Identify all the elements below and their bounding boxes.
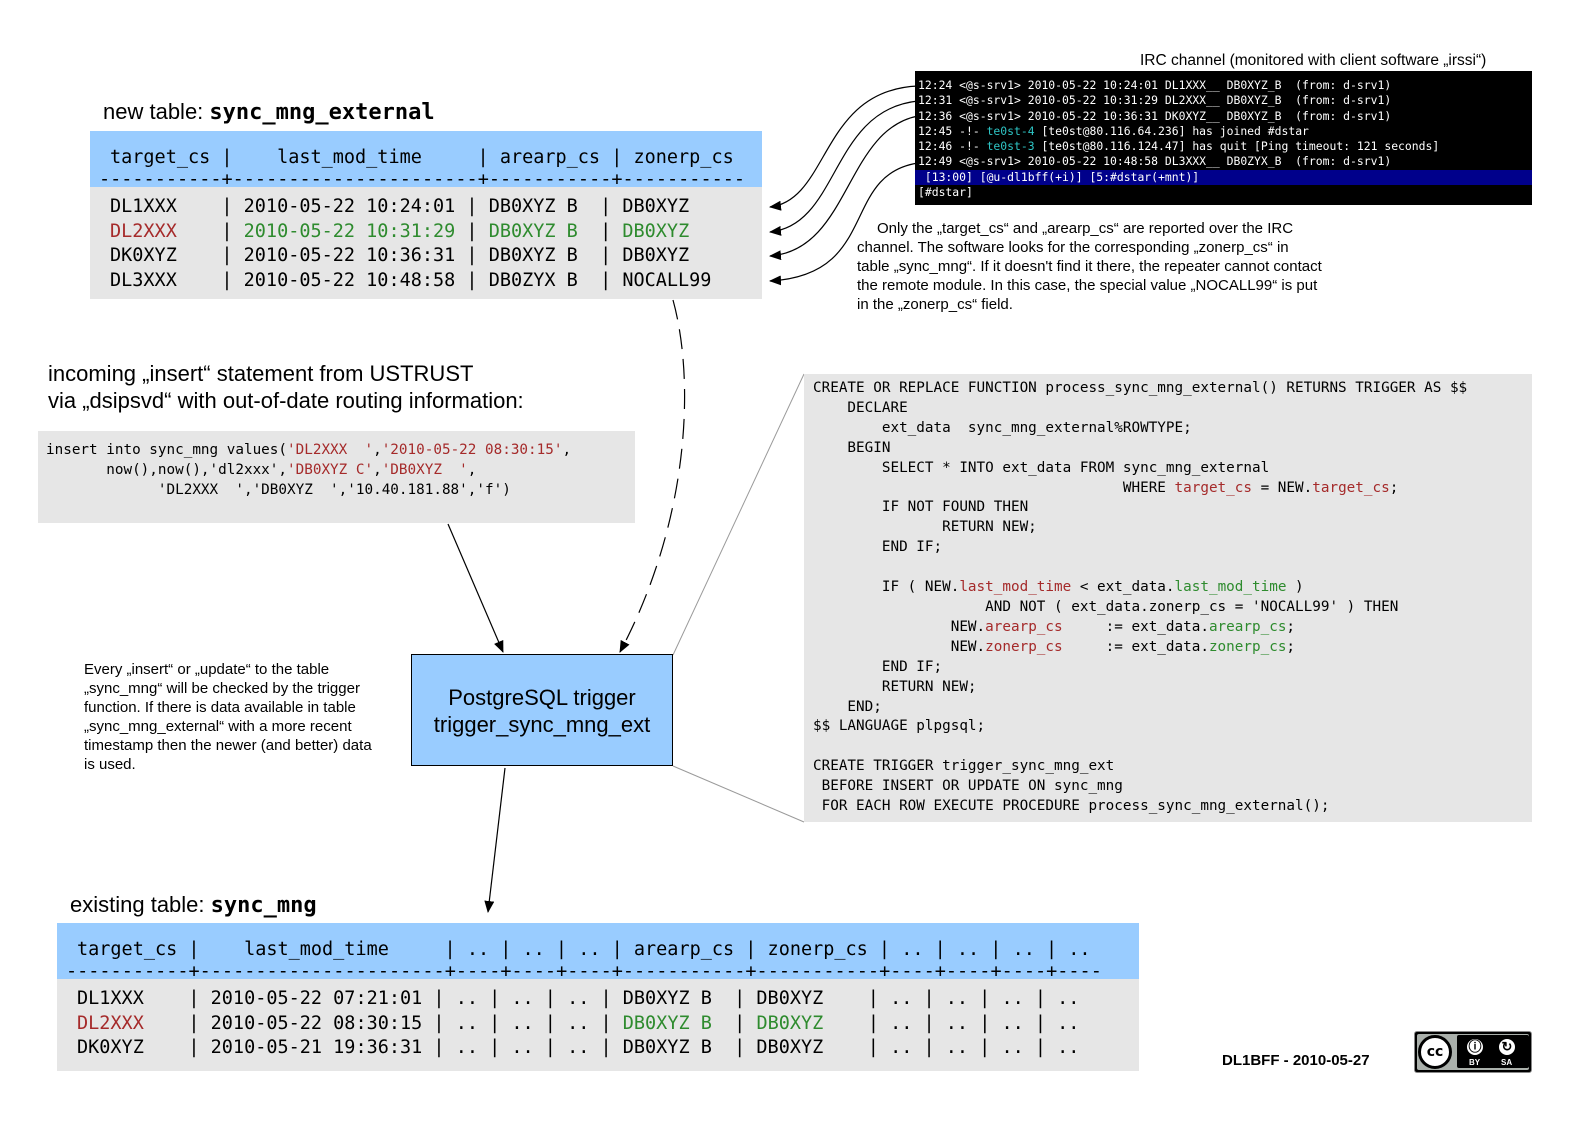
irc-nick: te0st-3 <box>986 139 1035 154</box>
irc-caption: IRC channel (monitored with client softw… <box>1140 52 1487 69</box>
cell-sep: | <box>711 1012 757 1034</box>
sa-label: SA <box>1501 1058 1513 1067</box>
irc-text: [te0st@80.116.64.236] has joined #dstar <box>1034 123 1309 138</box>
author-credit: DL1BFF - 2010-05-27 <box>1222 1052 1370 1069</box>
cell-sep: | <box>176 220 244 242</box>
insert-statement: insert into sync_mng values('DL2XXX ','2… <box>38 431 635 523</box>
ext-table-divider: -----------+----------------------+-----… <box>99 169 746 187</box>
trigger-note: Every „insert“ or „update“ to the table … <box>84 661 372 773</box>
irc-join-line: 12:45 -!- te0st-4 [te0st@80.116.64.236] … <box>915 124 1532 139</box>
insert-to-trigger-arrow <box>447 523 504 653</box>
cells: | 2010-05-22 10:48:58 | DB0ZYX B | NOCAL… <box>176 269 712 291</box>
cell-target: DL1XXX <box>77 988 144 1009</box>
existing-table-title-name: sync_mng <box>210 893 317 918</box>
insert-heading: incoming „insert“ statement from USTRUST… <box>48 360 524 414</box>
table-row: DL2XXX | 2010-05-22 10:31:29 | DB0XYZ B … <box>110 220 762 245</box>
cell-target: DL2XXX <box>110 220 177 242</box>
cell-target: DK0XYZ <box>110 245 177 266</box>
cell-zonerp: DB0XYZ <box>756 1012 824 1034</box>
irc-note: Only the „target_cs“ and „arearp_cs“ are… <box>857 220 1322 313</box>
cell-target: DL3XXX <box>110 269 177 291</box>
irc-quit-line: 12:46 -!- te0st-3 [te0st@80.116.124.47] … <box>915 139 1532 154</box>
existing-table-header-text: target_cs | last_mod_time | .. | .. | ..… <box>77 939 1091 960</box>
table-row: DL3XXX | 2010-05-22 10:48:58 | DB0ZYX B … <box>110 269 762 294</box>
cc-logo-icon: cc <box>1418 1035 1452 1069</box>
cells: | 2010-05-22 10:36:31 | DB0XYZ B | DB0XY… <box>176 245 690 266</box>
cells: | 2010-05-22 07:21:01 | .. | .. | .. | D… <box>143 988 1080 1009</box>
cell-sep: | <box>455 220 489 242</box>
ext-table-title-prefix: new table: <box>103 99 204 124</box>
cc-by-sa-icon: cc ⓘ ↻ BY SA <box>1414 1031 1532 1073</box>
irc-line: 12:36 <@s-srv1> 2010-05-22 10:36:31 DK0X… <box>918 108 1392 123</box>
cell-zonerp: DB0XYZ <box>622 220 690 242</box>
cells: | 2010-05-22 08:30:15 | .. | .. | .. | <box>143 1012 623 1034</box>
irc-line: 12:31 <@s-srv1> 2010-05-22 10:31:29 DL2X… <box>918 93 1392 108</box>
insert-heading-line2: via „dsipsvd“ with out-of-date routing i… <box>48 388 524 413</box>
trigger-box-line2: trigger_sync_mng_ext <box>433 712 651 737</box>
table-row: DK0XYZ | 2010-05-21 19:36:31 | .. | .. |… <box>77 1036 1139 1061</box>
ext-table-title-name: sync_mng_external <box>209 100 435 125</box>
irc-time: 12:46 -!- <box>918 139 987 154</box>
trigger-code: CREATE OR REPLACE FUNCTION process_sync_… <box>804 374 1532 822</box>
irc-arrow-1 <box>769 85 919 211</box>
insert-heading-line1: incoming „insert“ statement from USTRUST <box>48 361 474 386</box>
cell-arearp: DB0XYZ B <box>488 220 578 242</box>
irc-time: 12:45 -!- <box>918 123 987 138</box>
trigger-box: PostgreSQL trigger trigger_sync_mng_ext <box>411 654 673 766</box>
irc-line: 12:49 <@s-srv1> 2010-05-22 10:48:58 DL3X… <box>918 154 1392 169</box>
irc-arrow-2 <box>769 100 919 236</box>
trigger-box-line1: PostgreSQL trigger <box>448 685 636 710</box>
existing-table: target_cs | last_mod_time | .. | .. | ..… <box>57 923 1139 1071</box>
trigger-to-existing-arrow <box>484 767 506 913</box>
table-row: DK0XYZ | 2010-05-22 10:36:31 | DB0XYZ B … <box>110 244 762 269</box>
callout-line-bottom <box>672 765 805 823</box>
ext-table-header-text: target_cs | last_mod_time | arearp_cs | … <box>110 147 734 168</box>
cells: | 2010-05-21 19:36:31 | .. | .. | .. | D… <box>143 1037 1080 1058</box>
by-label: BY <box>1469 1058 1481 1067</box>
ext-to-trigger-arrow <box>619 299 686 653</box>
cell-target: DL2XXX <box>77 1012 144 1034</box>
irc-arrow-4 <box>769 162 919 286</box>
cell-time: 2010-05-22 10:31:29 <box>243 220 456 242</box>
table-row: DL1XXX | 2010-05-22 07:21:01 | .. | .. |… <box>77 987 1139 1012</box>
table-row: DL1XXX | 2010-05-22 10:24:01 | DB0XYZ B … <box>110 195 762 220</box>
cells: | 2010-05-22 10:24:01 | DB0XYZ B | DB0XY… <box>176 196 690 217</box>
cell-target: DK0XYZ <box>77 1037 144 1058</box>
existing-table-body: DL1XXX | 2010-05-22 07:21:01 | .. | .. |… <box>57 979 1139 1071</box>
ext-table-title: new table: sync_mng_external <box>103 99 435 126</box>
cell-arearp: DB0XYZ B <box>622 1012 712 1034</box>
ext-table-header: target_cs | last_mod_time | arearp_cs | … <box>90 131 762 187</box>
sa-share-icon: ↻ <box>1497 1037 1517 1057</box>
existing-table-title-prefix: existing table: <box>70 892 205 917</box>
existing-table-header: target_cs | last_mod_time | .. | .. | ..… <box>57 923 1139 979</box>
existing-table-divider: -----------+----------------------+----+… <box>66 961 1102 979</box>
irc-prompt: [#dstar] <box>918 185 973 200</box>
by-person-icon: ⓘ <box>1465 1037 1485 1057</box>
table-row: DL2XXX | 2010-05-22 08:30:15 | .. | .. |… <box>77 1012 1139 1037</box>
irc-status-bar: [13:00] [@u-dl1bff(+i)] [5:#dstar(+mnt)] <box>915 169 1532 186</box>
irc-nick: te0st-4 <box>986 123 1035 138</box>
irc-text: [te0st@80.116.124.47] has quit [Ping tim… <box>1034 139 1440 154</box>
cell-target: DL1XXX <box>110 196 177 217</box>
irc-terminal: 12:24 <@s-srv1> 2010-05-22 10:24:01 DL1X… <box>915 71 1532 205</box>
cell-sep: | <box>577 220 623 242</box>
cells: | .. | .. | .. | .. <box>823 1012 1080 1034</box>
ext-table-body: DL1XXX | 2010-05-22 10:24:01 | DB0XYZ B … <box>90 187 762 299</box>
irc-arrow-3 <box>769 115 919 261</box>
existing-table-title: existing table: sync_mng <box>70 892 317 919</box>
callout-line-top <box>672 373 805 656</box>
irc-line: 12:24 <@s-srv1> 2010-05-22 10:24:01 DL1X… <box>918 78 1392 92</box>
ext-table: target_cs | last_mod_time | arearp_cs | … <box>90 131 762 299</box>
